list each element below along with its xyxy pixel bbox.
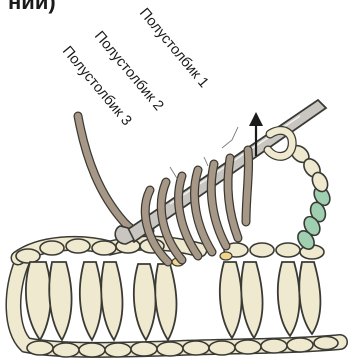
callout-hdc-1: Полустолбик 1 — [136, 5, 212, 91]
working-yarn — [78, 116, 150, 234]
mint-chain — [295, 184, 334, 252]
lower-stitch-posts — [26, 262, 321, 340]
title-fragment: ний) — [8, 0, 56, 14]
